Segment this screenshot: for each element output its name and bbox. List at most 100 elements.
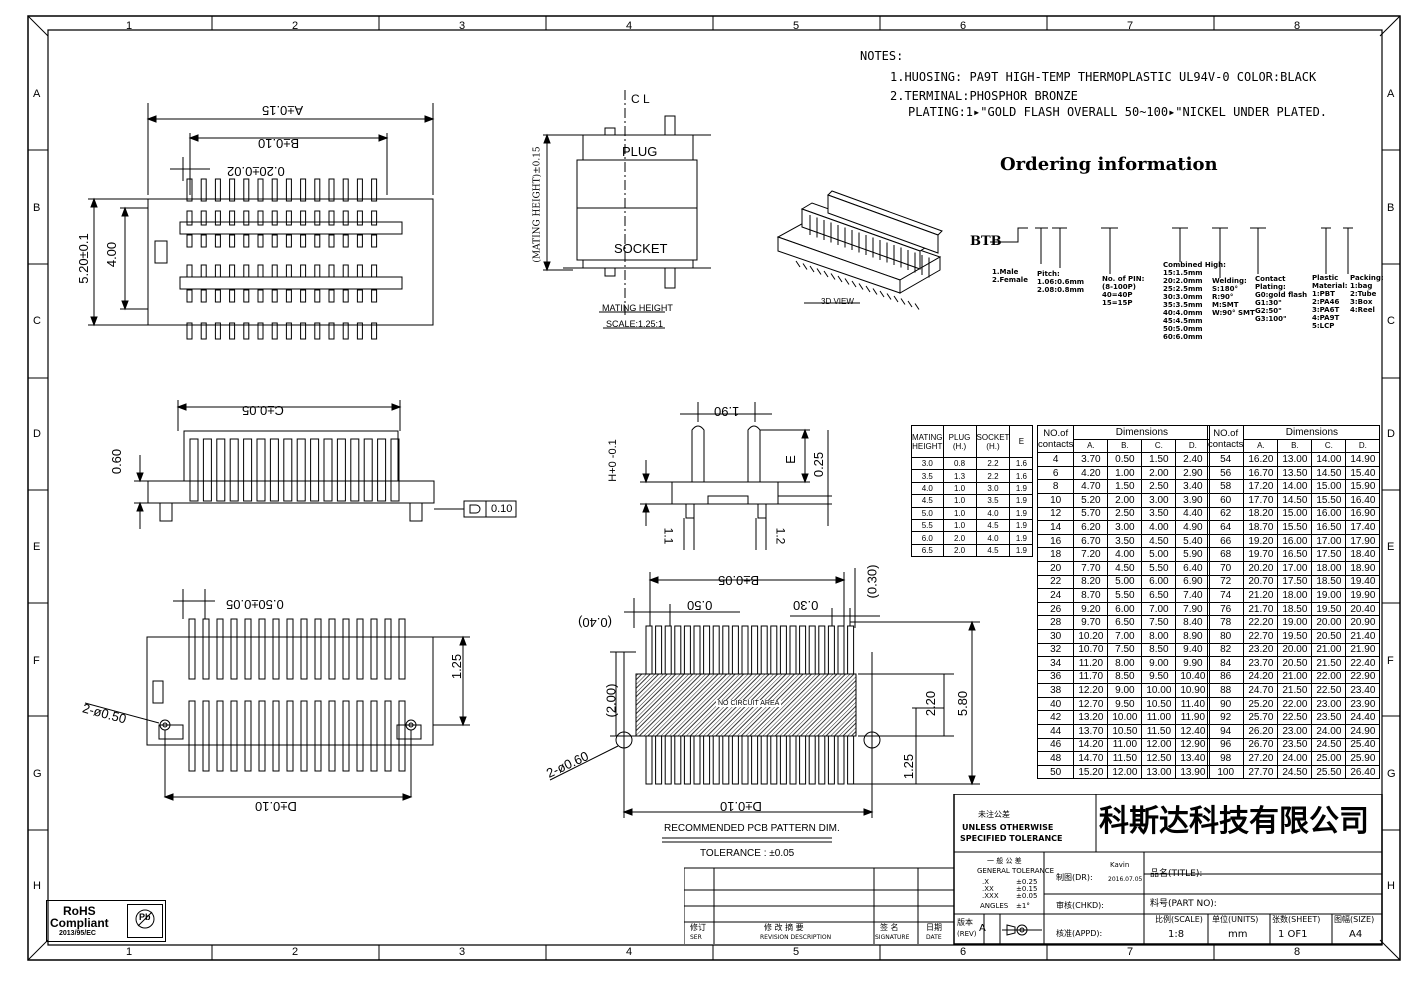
pcb-pad-lower (731, 735, 739, 785)
pcb-pad-lower (712, 735, 720, 785)
unspecified-cn: 未注公差 (978, 810, 1010, 819)
dim-col-c: C. (1141, 438, 1177, 454)
pin-3d-lower (893, 295, 899, 303)
top-pin-row1 (342, 210, 349, 226)
dimension-cell: 19.50 (1277, 628, 1313, 644)
dimension-cell: 4.50 (1107, 560, 1143, 576)
contacts-cell: 44 (1036, 724, 1075, 739)
col-ser-cn: 修订 (690, 923, 706, 932)
contacts-cell: 68 (1206, 547, 1245, 562)
ruler-col-3-bottom: 3 (459, 946, 466, 958)
pcb-pad-upper (731, 625, 739, 675)
dimension-cell: 11.00 (1141, 710, 1177, 726)
col-ser-en: SER (690, 934, 702, 941)
dimensions-table-right: NO.of contacts Dimensions A. B. C. D. 54… (1206, 424, 1381, 780)
pcb-pad-lower (808, 735, 816, 785)
pcb-pad-lower (770, 735, 778, 785)
dimension-cell: 13.00 (1141, 764, 1177, 780)
top-pin-row4 (314, 289, 321, 303)
top-pin-lower (186, 322, 193, 340)
dimension-cell: 3.90 (1175, 492, 1211, 508)
dimension-cell: 21.00 (1311, 642, 1347, 658)
top-pin-upper (186, 178, 193, 202)
dimension-cell: 11.50 (1141, 724, 1177, 739)
mating-table-cell: 4.0 (975, 531, 1011, 545)
dim-190-label: 1.90 (714, 404, 740, 419)
drawn-label: 制图(DR): (1056, 873, 1093, 882)
dimension-cell: 10.00 (1141, 683, 1177, 698)
ruler-col-2-bottom: 2 (292, 946, 299, 958)
contacts-cell: 60 (1206, 492, 1245, 508)
dim-060-label: 0.60 (109, 448, 125, 475)
dimension-cell: 18.50 (1277, 601, 1313, 617)
top-pin-row2 (300, 234, 307, 248)
dimension-cell: 20.50 (1311, 628, 1347, 644)
top-pin-row4 (229, 289, 236, 303)
bottom-pin-lower (398, 700, 406, 772)
dimension-cell: 13.70 (1073, 724, 1109, 739)
dimension-cell: 23.00 (1277, 724, 1313, 739)
top-pin-lower (328, 322, 335, 340)
general-tolerance-en: GENERAL TOLERANCE (977, 867, 1055, 875)
mating-table-cell: 1.9 (1009, 531, 1034, 545)
contacts-cell: 84 (1206, 656, 1245, 671)
top-pin-lower (314, 322, 321, 340)
dimension-cell: 3.70 (1073, 452, 1109, 467)
mating-table-cell: 6.0 (911, 531, 944, 545)
col-desc-cn: 修 改 摘 要 (764, 923, 804, 932)
dim-col-d: D. (1175, 438, 1211, 454)
top-pin-row2 (371, 234, 378, 248)
dimension-cell: 10.70 (1073, 642, 1109, 658)
pin-3d-lower (837, 275, 843, 283)
dim-e-label: E (782, 455, 798, 464)
pcb-pad-lower (751, 735, 759, 785)
dimension-cell: 20.00 (1277, 642, 1313, 658)
dimension-cell: 18.00 (1277, 588, 1313, 603)
ruler-col-5-bottom: 5 (793, 946, 800, 958)
dimension-cell: 7.50 (1107, 642, 1143, 658)
pin-3d-lower (879, 290, 885, 298)
ruler-col-1-bottom: 1 (126, 946, 133, 958)
top-pin-row3 (314, 264, 321, 278)
pcb-pad-upper (664, 625, 672, 675)
side-pin (202, 438, 212, 502)
bottom-pin-upper (370, 618, 378, 680)
contacts-cell: 36 (1036, 669, 1075, 685)
top-pin-row3 (243, 264, 250, 278)
dimension-cell: 0.50 (1107, 452, 1143, 467)
dimension-cell: 4.00 (1107, 547, 1143, 562)
dimension-cell: 14.50 (1311, 465, 1347, 481)
mating-table-cell: 6.5 (911, 543, 944, 558)
pcb-220-label: 2.20 (923, 690, 939, 717)
top-pin-row2 (285, 234, 292, 248)
dimension-cell: 2.50 (1107, 506, 1143, 522)
top-pin-row3 (214, 264, 221, 278)
notes-line-1: 1.HUOSING: PA9T HIGH-TEMP THERMOPLASTIC … (890, 70, 1317, 84)
dimension-cell: 10.00 (1107, 710, 1143, 726)
pcb-pad-upper (751, 625, 759, 675)
top-pin-row3 (271, 264, 278, 278)
contacts-cell: 14 (1036, 520, 1075, 535)
ruler-row-e: E (33, 541, 41, 553)
side-pin (256, 438, 266, 502)
dimension-cell: 19.40 (1345, 574, 1381, 590)
dim-h-label: H+0 -0.1 (606, 439, 619, 482)
bottom-pin-upper (300, 618, 308, 680)
dimension-cell: 7.20 (1073, 547, 1109, 562)
dimension-cell: 25.90 (1345, 751, 1381, 766)
dimension-cell: 19.00 (1277, 615, 1313, 630)
contacts-cell: 20 (1036, 560, 1075, 576)
dimension-cell: 9.40 (1175, 642, 1211, 658)
general-tolerance-cn: 一 般 公 差 (987, 857, 1022, 865)
pcb-pad-lower (837, 735, 845, 785)
pcb-pad-lower (674, 735, 682, 785)
top-pin-row2 (342, 234, 349, 248)
dim-bottom-125-label: 1.25 (449, 653, 465, 680)
pcb-title-underline (662, 837, 832, 843)
dimension-cell: 21.20 (1243, 588, 1279, 603)
pcb-pad-upper (808, 625, 816, 675)
contacts-cell: 48 (1036, 751, 1075, 766)
side-pin (363, 438, 373, 502)
pcb-pad-upper (847, 625, 855, 675)
sheet-value: 1 OF1 (1278, 929, 1308, 940)
